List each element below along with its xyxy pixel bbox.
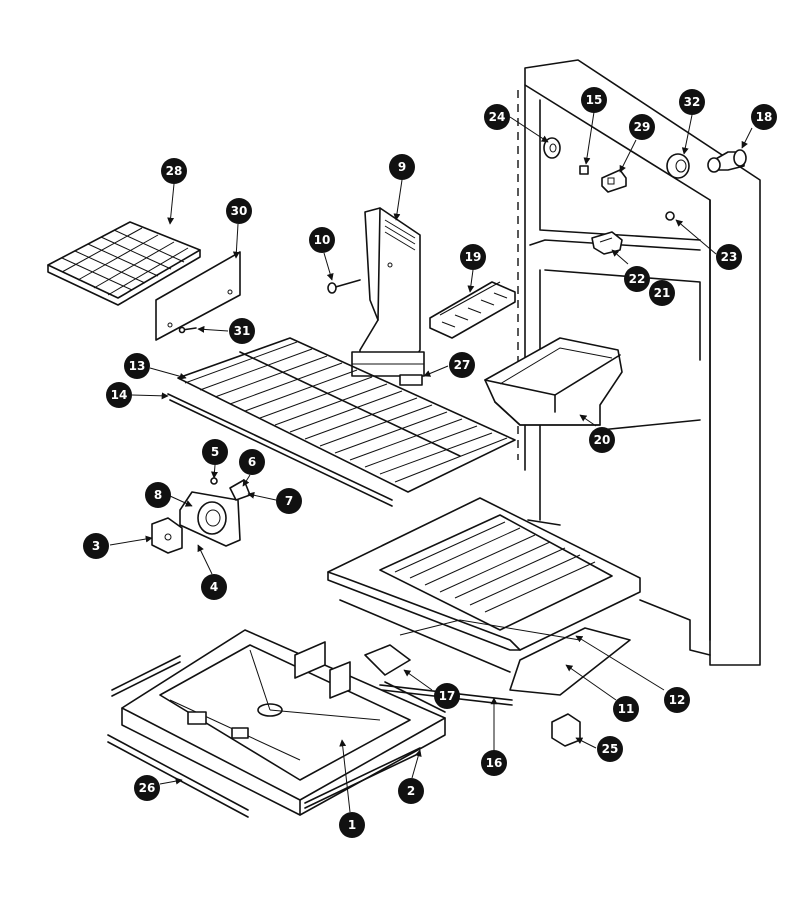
callout-29: 29	[629, 114, 655, 140]
callout-10: 10	[309, 227, 335, 253]
callout-label: 17	[439, 689, 456, 703]
part-25-clip	[551, 713, 581, 747]
callout-2: 2	[398, 778, 424, 804]
part-18-valve	[707, 149, 747, 173]
callout-19: 19	[460, 244, 486, 270]
part-24-knob	[543, 137, 561, 159]
part-32-dial	[666, 153, 690, 179]
part-1-base-pan	[121, 629, 446, 816]
part-20-bin	[484, 337, 623, 426]
part-27-clip	[399, 374, 423, 386]
callout-11: 11	[613, 696, 639, 722]
callout-25: 25	[597, 736, 623, 762]
callout-24: 24	[484, 104, 510, 130]
callout-31: 31	[229, 318, 255, 344]
callout-label: 19	[465, 250, 482, 264]
callout-label: 2	[407, 784, 415, 798]
callout-27: 27	[449, 352, 475, 378]
callout-label: 12	[669, 693, 686, 707]
callout-label: 30	[231, 204, 248, 218]
part-15-pin	[579, 165, 589, 175]
callout-7: 7	[276, 488, 302, 514]
callout-label: 13	[129, 359, 146, 373]
callout-23: 23	[716, 244, 742, 270]
callout-label: 31	[234, 324, 251, 338]
callout-badges: 28 30 31 9 10 19 27 13 14 5 6 7 8 3 4 24…	[83, 87, 777, 838]
cabinet-outline	[517, 59, 761, 666]
callout-1: 1	[339, 812, 365, 838]
callout-label: 11	[618, 702, 635, 716]
part-11-panel	[399, 619, 631, 696]
callout-label: 27	[454, 358, 471, 372]
callout-16: 16	[481, 750, 507, 776]
callout-label: 3	[92, 539, 100, 553]
callout-9: 9	[389, 154, 415, 180]
callout-30: 30	[226, 198, 252, 224]
callout-label: 10	[314, 233, 331, 247]
callout-label: 8	[154, 488, 162, 502]
callout-20: 20	[589, 427, 615, 453]
callout-label: 5	[211, 445, 219, 459]
callout-32: 32	[679, 89, 705, 115]
callout-label: 25	[602, 742, 619, 756]
part-12-shelf	[327, 497, 641, 673]
callout-label: 29	[634, 120, 651, 134]
part-17-cover	[364, 644, 411, 676]
callout-14: 14	[106, 382, 132, 408]
callout-label: 7	[285, 494, 293, 508]
part-9-duct	[351, 207, 425, 377]
callout-28: 28	[161, 158, 187, 184]
callout-17: 17	[434, 683, 460, 709]
callout-label: 6	[248, 455, 256, 469]
part-28-wire-shelf	[47, 221, 201, 306]
callout-label: 28	[166, 164, 183, 178]
callout-26: 26	[134, 775, 160, 801]
callout-12: 12	[664, 687, 690, 713]
callout-21: 21	[649, 280, 675, 306]
part-23-stud	[665, 211, 675, 221]
part-10-screw	[327, 279, 361, 294]
part-22-clip	[591, 231, 623, 255]
callout-label: 16	[486, 756, 503, 770]
part-31-screw	[178, 326, 197, 334]
callout-4: 4	[201, 574, 227, 600]
callout-label: 4	[210, 580, 218, 594]
leader-lines	[109, 111, 753, 813]
callout-label: 20	[594, 433, 611, 447]
callout-18: 18	[751, 104, 777, 130]
callout-label: 9	[398, 160, 406, 174]
callout-label: 22	[629, 272, 646, 286]
callout-label: 24	[489, 110, 506, 124]
callout-label: 1	[348, 818, 356, 832]
callout-label: 14	[111, 388, 128, 402]
part-14-rail	[167, 393, 393, 507]
part-19-ice-tray	[429, 281, 516, 339]
callout-15: 15	[581, 87, 607, 113]
callout-22: 22	[624, 266, 650, 292]
callout-label: 15	[586, 93, 603, 107]
callout-label: 18	[756, 110, 773, 124]
part-29-bracket	[601, 169, 627, 193]
callout-6: 6	[239, 449, 265, 475]
part-13-wire-shelf	[177, 337, 516, 493]
callout-label: 32	[684, 95, 701, 109]
callout-3: 3	[83, 533, 109, 559]
callout-label: 23	[721, 250, 738, 264]
callout-13: 13	[124, 353, 150, 379]
callout-label: 26	[139, 781, 156, 795]
callout-label: 21	[654, 286, 671, 300]
callout-8: 8	[145, 482, 171, 508]
part-30-panel	[155, 251, 241, 341]
fan-assembly	[151, 477, 251, 554]
part-2-strip	[304, 681, 446, 809]
callout-5: 5	[202, 439, 228, 465]
